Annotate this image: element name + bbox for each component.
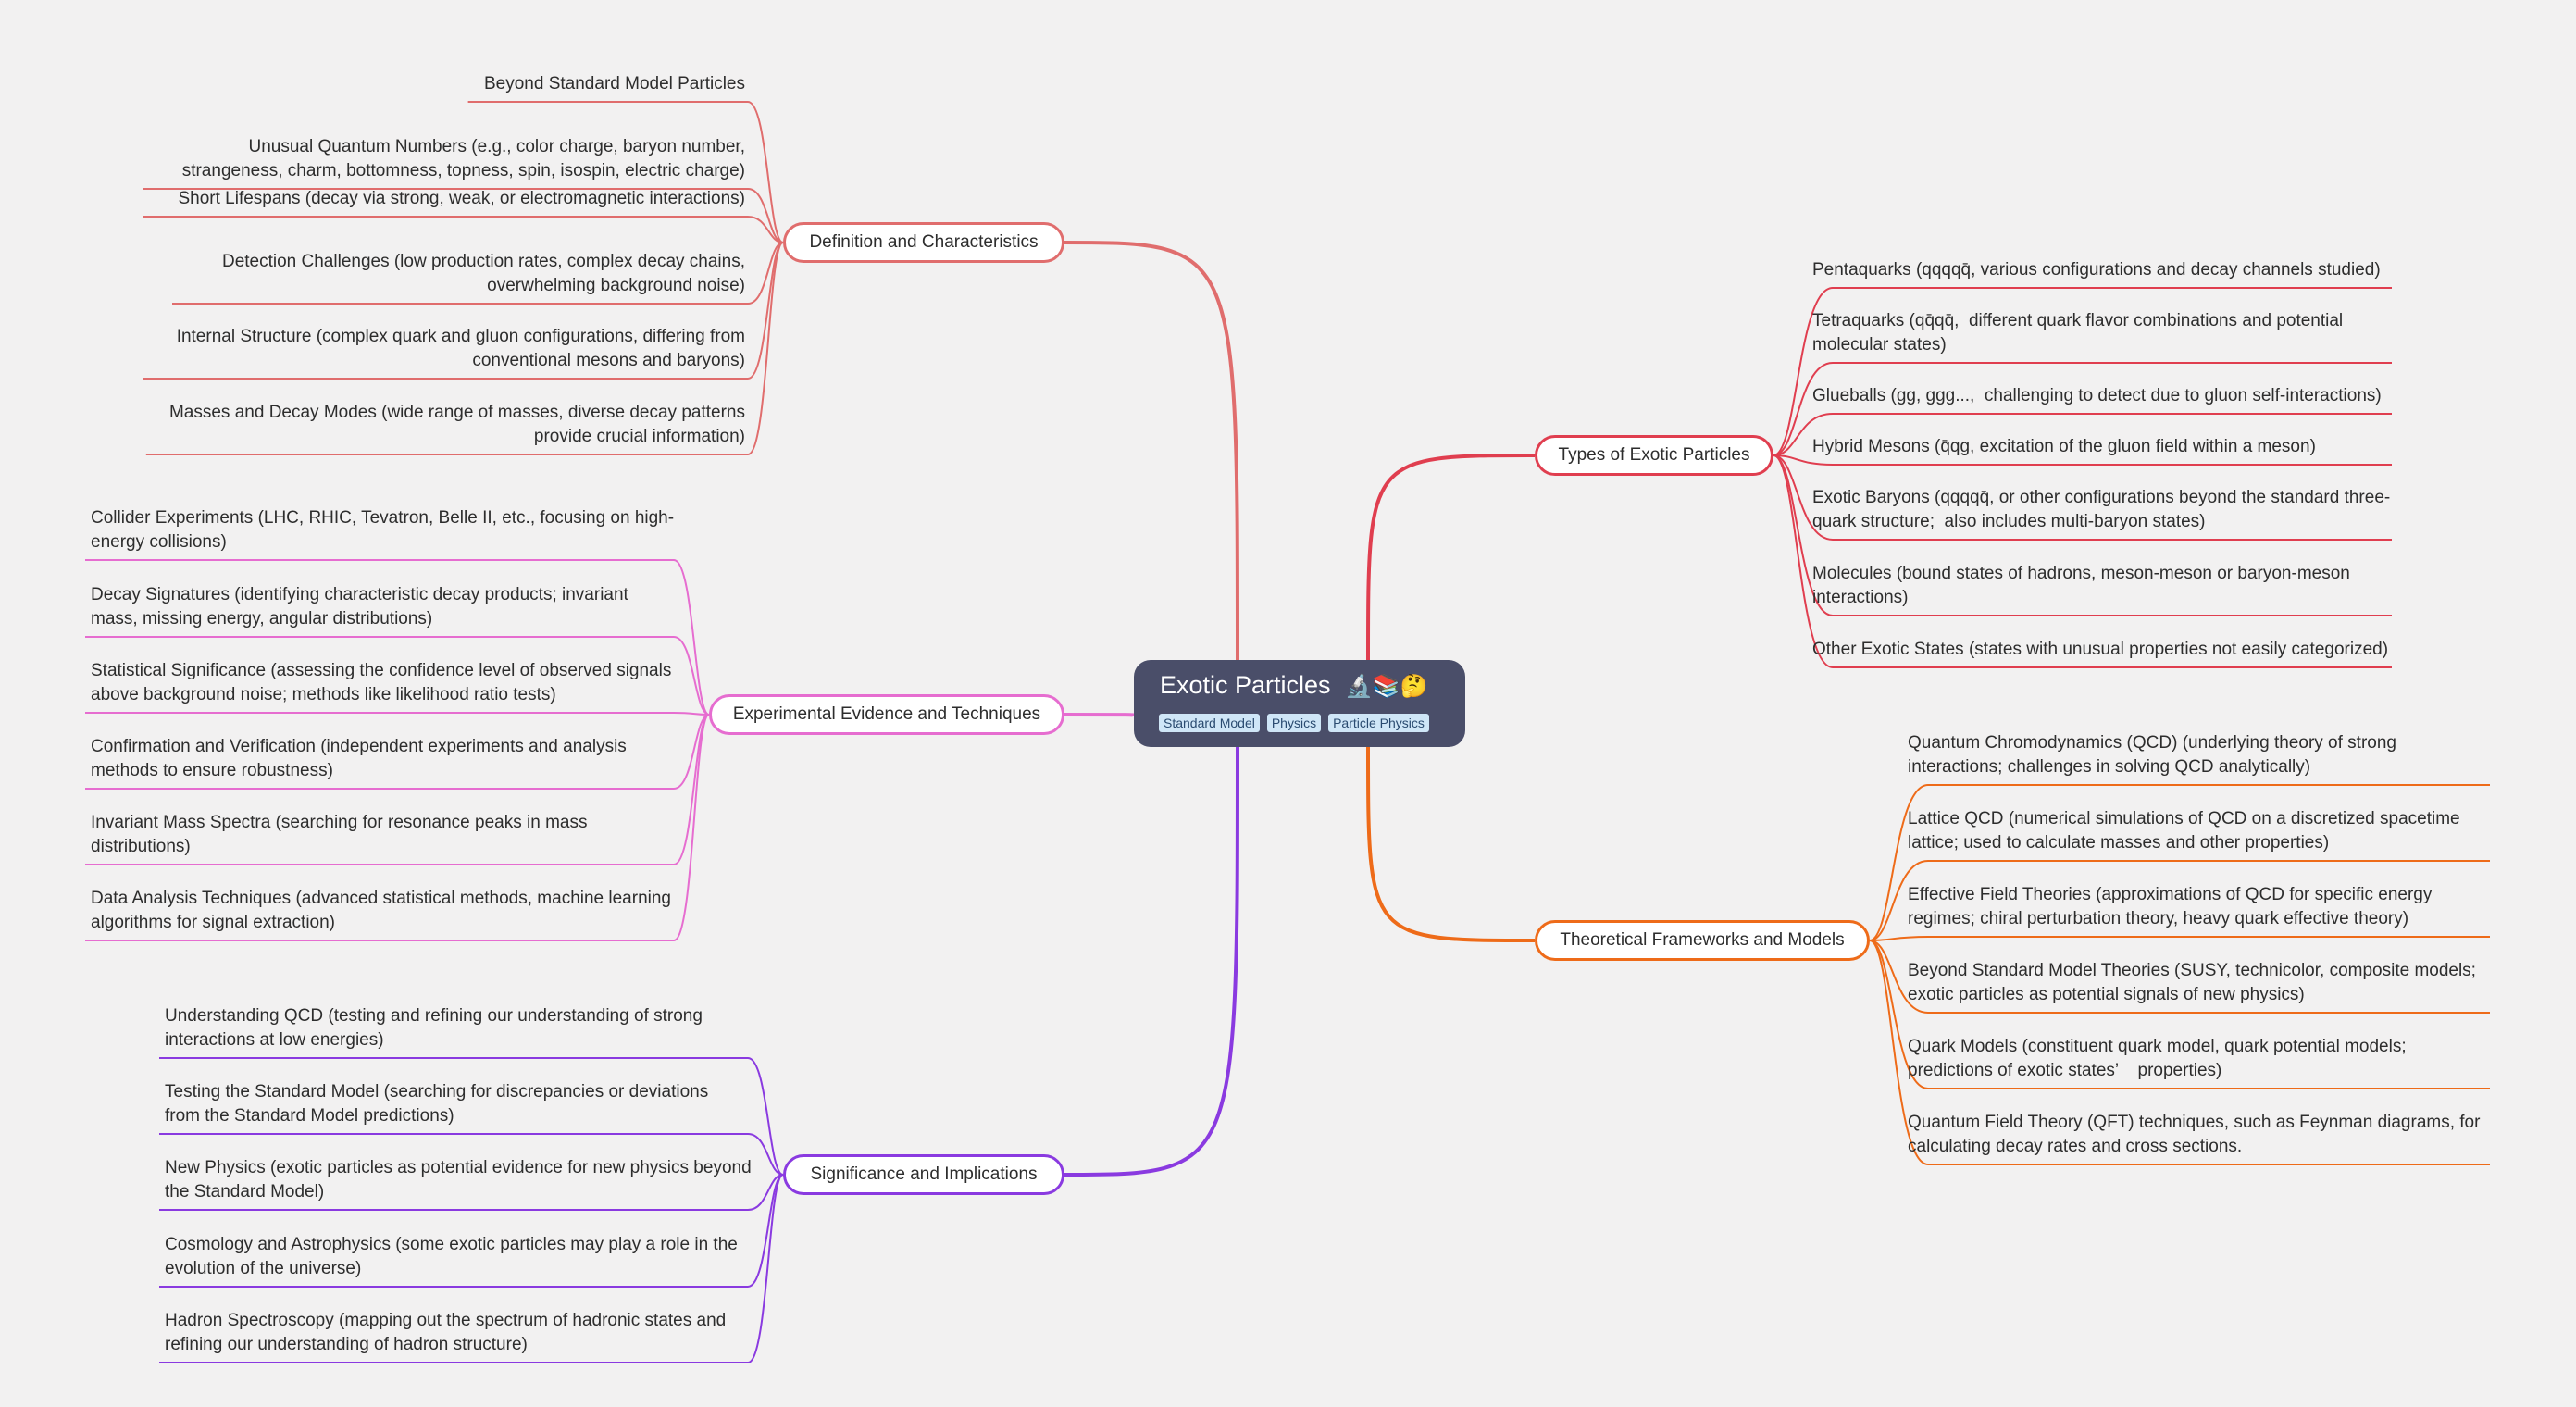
leaf-significance-0[interactable]: Understanding QCD (testing and refining … <box>165 1006 703 1050</box>
leaf-significance-2[interactable]: New Physics (exotic particles as potenti… <box>165 1158 752 1202</box>
leaf-connector-definition-5 <box>145 242 784 455</box>
leaf-types-5[interactable]: Molecules (bound states of hadrons, meso… <box>1812 564 2350 607</box>
leaf-experimental-3[interactable]: Confirmation and Verification (independe… <box>91 737 627 780</box>
leaf-theoretical-0[interactable]: Quantum Chromodynamics (QCD) (underlying… <box>1908 733 2396 777</box>
leaf-connector-experimental-4 <box>85 714 710 865</box>
leaf-types-2[interactable]: Glueballs (gg, ggg..., challenging to de… <box>1812 386 2382 405</box>
leaf-connector-significance-1 <box>159 1133 784 1176</box>
leaf-connector-definition-0 <box>467 101 784 243</box>
central-topic-title: Exotic Particles <box>1160 671 1331 699</box>
leaf-connector-theoretical-2 <box>1869 936 2490 941</box>
leaf-connector-theoretical-0 <box>1869 784 2490 941</box>
leaf-significance-3[interactable]: Cosmology and Astrophysics (some exotic … <box>165 1235 738 1278</box>
leaf-types-1[interactable]: Tetraquarks (qq̄qq̄, different quark fla… <box>1812 311 2344 355</box>
leaf-connector-experimental-5 <box>85 714 710 941</box>
leaf-connector-types-0 <box>1773 287 2392 456</box>
leaf-theoretical-3[interactable]: Beyond Standard Model Theories (SUSY, te… <box>1908 961 2476 1004</box>
leaf-theoretical-4[interactable]: Quark Models (constituent quark model, q… <box>1908 1037 2407 1080</box>
leaf-connector-theoretical-3 <box>1869 940 2490 1014</box>
topic-emoji-icons: 🔬📚🤔 <box>1345 674 1428 699</box>
leaf-connector-types-4 <box>1773 454 2392 541</box>
branch-types[interactable]: Types of Exotic Particles <box>1535 435 1773 476</box>
branch-definition[interactable]: Definition and Characteristics <box>783 222 1064 263</box>
leaf-connector-definition-4 <box>143 242 784 380</box>
leaf-connector-types-2 <box>1773 413 2392 456</box>
leaf-significance-1[interactable]: Testing the Standard Model (searching fo… <box>165 1082 709 1126</box>
leaf-theoretical-1[interactable]: Lattice QCD (numerical simulations of QC… <box>1908 809 2460 853</box>
leaf-connector-significance-0 <box>159 1057 784 1176</box>
branch-experimental[interactable]: Experimental Evidence and Techniques <box>709 694 1064 735</box>
leaf-theoretical-5[interactable]: Quantum Field Theory (QFT) techniques, s… <box>1908 1113 2481 1156</box>
tag-physics[interactable]: Physics <box>1266 714 1322 732</box>
leaf-significance-4[interactable]: Hadron Spectroscopy (mapping out the spe… <box>165 1311 727 1354</box>
leaf-theoretical-2[interactable]: Effective Field Theories (approximations… <box>1908 885 2433 928</box>
leaf-connector-theoretical-1 <box>1869 860 2490 941</box>
leaf-connector-types-5 <box>1773 454 2392 616</box>
leaf-connector-experimental-2 <box>85 712 710 716</box>
leaf-connector-experimental-0 <box>85 559 710 716</box>
leaf-types-3[interactable]: Hybrid Mesons (q̄qg, excitation of the g… <box>1812 437 2316 456</box>
main-connector-significance <box>1064 746 1239 1177</box>
leaf-definition-1[interactable]: Unusual Quantum Numbers (e.g., color cha… <box>181 137 745 181</box>
leaf-connector-types-3 <box>1773 454 2392 466</box>
main-connector-experimental <box>1064 713 1136 717</box>
leaf-types-4[interactable]: Exotic Baryons (qqqqq̄, or other configu… <box>1812 488 2391 531</box>
main-connector-types <box>1366 454 1536 661</box>
leaf-connector-experimental-1 <box>85 636 710 716</box>
leaf-definition-5[interactable]: Masses and Decay Modes (wide range of ma… <box>168 403 745 446</box>
leaf-connector-significance-4 <box>159 1174 784 1363</box>
leaf-experimental-1[interactable]: Decay Signatures (identifying characteri… <box>91 585 628 629</box>
leaf-experimental-0[interactable]: Collider Experiments (LHC, RHIC, Tevatro… <box>91 508 675 552</box>
leaf-connector-theoretical-4 <box>1869 940 2490 1089</box>
leaf-connector-types-6 <box>1773 454 2392 668</box>
branch-theoretical[interactable]: Theoretical Frameworks and Models <box>1535 920 1870 961</box>
leaf-types-0[interactable]: Pentaquarks (qqqqq̄, various configurati… <box>1812 260 2381 280</box>
leaf-connector-significance-2 <box>159 1174 784 1211</box>
leaf-connector-experimental-3 <box>85 714 710 790</box>
main-connector-definition <box>1064 241 1239 661</box>
leaf-definition-3[interactable]: Detection Challenges (low production rat… <box>221 252 745 295</box>
leaf-experimental-4[interactable]: Invariant Mass Spectra (searching for re… <box>91 813 588 856</box>
topic-tags: Standard Model Physics Particle Physics <box>1159 714 1429 732</box>
leaf-definition-0[interactable]: Beyond Standard Model Particles <box>484 74 745 93</box>
main-connector-theoretical <box>1366 746 1536 942</box>
leaf-connector-definition-2 <box>143 216 784 243</box>
leaf-connector-significance-3 <box>159 1174 784 1288</box>
leaf-definition-2[interactable]: Short Lifespans (decay via strong, weak,… <box>178 189 745 208</box>
leaf-connector-types-1 <box>1773 362 2392 456</box>
tag-standard-model[interactable]: Standard Model <box>1159 714 1260 732</box>
central-topic[interactable]: Exotic Particles 🔬📚🤔 Standard Model Phys… <box>1134 660 1465 747</box>
leaf-types-6[interactable]: Other Exotic States (states with unusual… <box>1812 640 2389 659</box>
leaf-definition-4[interactable]: Internal Structure (complex quark and gl… <box>176 327 745 370</box>
branch-significance[interactable]: Significance and Implications <box>783 1154 1064 1195</box>
tag-particle-physics[interactable]: Particle Physics <box>1328 714 1429 732</box>
leaf-experimental-2[interactable]: Statistical Significance (assessing the … <box>91 661 672 704</box>
leaf-connector-definition-3 <box>172 242 784 305</box>
leaf-connector-theoretical-5 <box>1869 940 2490 1165</box>
leaf-connector-definition-1 <box>143 188 784 243</box>
leaf-experimental-5[interactable]: Data Analysis Techniques (advanced stati… <box>91 889 671 932</box>
